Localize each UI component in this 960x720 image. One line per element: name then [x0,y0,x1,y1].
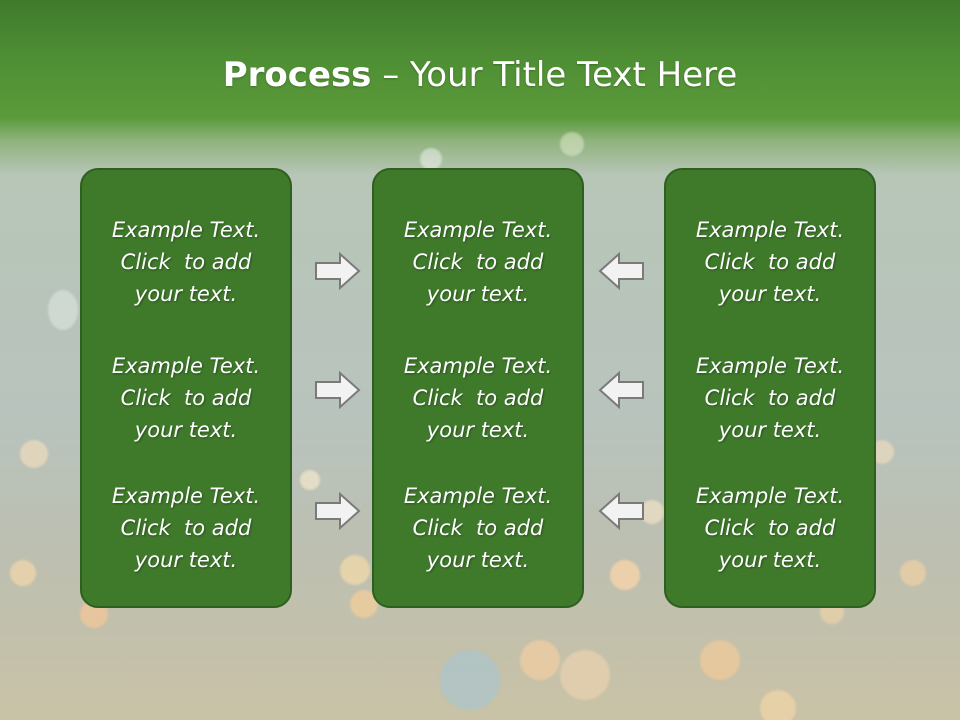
panel-text[interactable]: Example Text. Click to add your text. [111,484,261,572]
process-panel-left[interactable]: Example Text. Click to add your text. Ex… [80,168,292,608]
title-rest: – Your Title Text Here [371,55,738,95]
right-arrow-icon [314,251,362,291]
left-arrow-icon [597,491,645,531]
title-bold: Process [222,55,372,95]
panel-text[interactable]: Example Text. Click to add your text. [403,354,553,442]
right-arrow-icon [314,370,362,410]
process-panel-center[interactable]: Example Text. Click to add your text. Ex… [372,168,584,608]
panel-text[interactable]: Example Text. Click to add your text. [111,354,261,442]
right-arrow-icon [314,491,362,531]
panel-text[interactable]: Example Text. Click to add your text. [403,218,553,306]
panel-text[interactable]: Example Text. Click to add your text. [695,484,845,572]
panel-text[interactable]: Example Text. Click to add your text. [695,354,845,442]
panel-text[interactable]: Example Text. Click to add your text. [111,218,261,306]
left-arrow-icon [597,251,645,291]
panel-text[interactable]: Example Text. Click to add your text. [403,484,553,572]
panel-text[interactable]: Example Text. Click to add your text. [695,218,845,306]
slide-title[interactable]: Process – Your Title Text Here [0,52,960,98]
process-panel-right[interactable]: Example Text. Click to add your text. Ex… [664,168,876,608]
left-arrow-icon [597,370,645,410]
